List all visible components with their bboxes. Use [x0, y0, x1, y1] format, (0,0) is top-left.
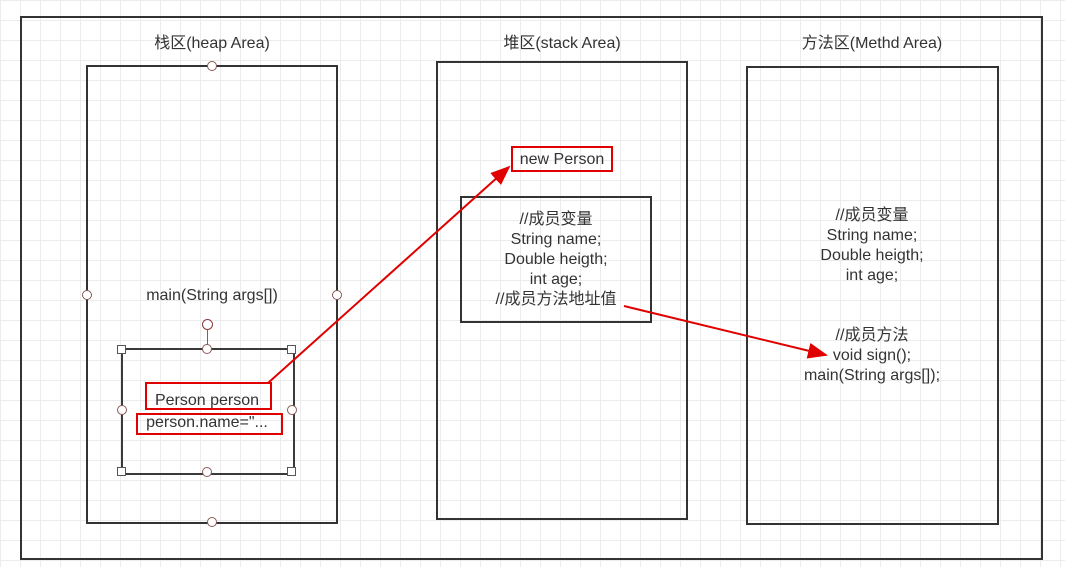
person-name-assignment: person.name="...	[146, 414, 268, 431]
stack-area-title: 栈区(heap Area)	[154, 35, 270, 52]
heap-object-box[interactable]	[460, 196, 652, 323]
diagram-frame	[20, 16, 1043, 560]
heap-area-title: 堆区(stack Area)	[503, 35, 621, 52]
heap-object-line: //成员方法地址值	[495, 291, 617, 308]
arrow-heap-to-method-area	[623, 305, 828, 359]
heap-area-column[interactable]	[436, 61, 688, 520]
heap-object-members: //成员变量 String name; Double heigth; int a…	[460, 210, 652, 310]
method-area-variable-line: Double heigth;	[820, 247, 924, 264]
resize-handle-left[interactable]	[82, 290, 92, 300]
heap-object-line: Double heigth;	[504, 251, 608, 268]
edge-handle-left[interactable]	[117, 405, 127, 415]
person-variable-highlight	[145, 382, 272, 410]
arrow-stack-to-heap	[267, 165, 511, 384]
edge-handle-right[interactable]	[287, 405, 297, 415]
person-name-highlight	[136, 413, 283, 435]
method-area-variable-line: int age;	[845, 267, 899, 284]
corner-handle-bottom-right[interactable]	[287, 467, 296, 476]
resize-handle-bottom[interactable]	[207, 517, 217, 527]
heap-object-line: int age;	[529, 271, 583, 288]
method-area-method-line: main(String args[]);	[803, 367, 941, 384]
rotate-handle-stem	[207, 330, 208, 348]
method-area-variable-line: //成员变量	[835, 207, 909, 224]
resize-handle-right[interactable]	[332, 290, 342, 300]
new-person-highlight	[511, 146, 613, 172]
new-person-label: new Person	[519, 151, 605, 168]
rotate-handle[interactable]	[202, 319, 213, 330]
method-area-variable-line: String name;	[826, 227, 918, 244]
corner-handle-top-left[interactable]	[117, 345, 126, 354]
edge-handle-bottom[interactable]	[202, 467, 212, 477]
person-variable-label: Person person	[154, 392, 260, 409]
method-area-column[interactable]	[746, 66, 999, 525]
method-area-title: 方法区(Methd Area)	[801, 35, 943, 52]
main-method-label: main(String args[])	[146, 287, 278, 304]
corner-handle-bottom-left[interactable]	[117, 467, 126, 476]
resize-handle-top[interactable]	[207, 61, 217, 71]
method-area-method-line: //成员方法	[835, 327, 909, 344]
method-area-variables: //成员变量 String name; Double heigth; int a…	[746, 206, 998, 286]
corner-handle-top-right[interactable]	[287, 345, 296, 354]
heap-object-line: String name;	[510, 231, 602, 248]
method-area-methods: //成员方法 void sign(); main(String args[]);	[746, 326, 998, 386]
edge-handle-top[interactable]	[202, 344, 212, 354]
method-area-method-line: void sign();	[832, 347, 912, 364]
heap-object-line: //成员变量	[519, 211, 593, 228]
